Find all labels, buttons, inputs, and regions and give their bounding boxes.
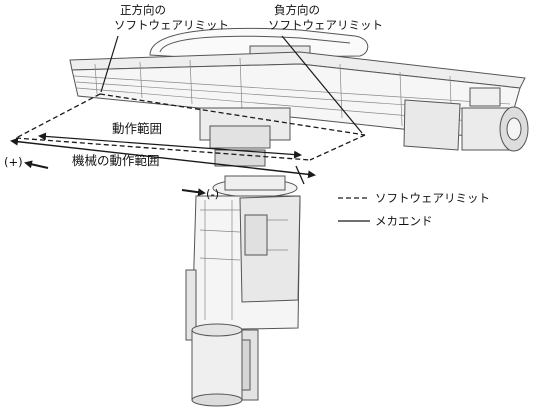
negative-soft-limit-label-1: 負方向の — [274, 3, 320, 17]
z-axis-motor — [191, 329, 243, 401]
cartesian-robot-illustration — [69, 27, 529, 407]
mechanical-range-label: 機械の動作範囲 — [72, 153, 160, 168]
software-limit-left-edge — [15, 93, 101, 139]
negative-limit-leader — [281, 35, 363, 134]
z-axis-cable-clamp — [244, 214, 268, 256]
legend-software-limit-text: ソフトウェアリミット — [375, 191, 490, 205]
plus-direction-arrow — [24, 160, 49, 169]
negative-soft-limit-label-2: ソフトウェアリミット — [268, 18, 383, 32]
mechanical-range-arrow — [10, 137, 316, 179]
plus-direction-label: (+) — [4, 155, 23, 169]
operating-range-label: 動作範囲 — [112, 121, 162, 136]
mechanical-end-right — [295, 165, 305, 185]
positive-limit-leader — [100, 35, 119, 93]
software-limit-right-edge — [309, 134, 366, 161]
cable-carrier — [149, 27, 369, 59]
legend-mechanical-end-text: メカエンド — [375, 214, 433, 228]
positive-soft-limit-label-1: 正方向の — [120, 3, 166, 17]
minus-direction-label: (-) — [206, 187, 219, 201]
minus-direction-arrow — [181, 188, 206, 197]
x-axis-motor-housing — [403, 99, 461, 151]
software-limit-top-line — [99, 93, 366, 136]
positive-soft-limit-label-2: ソフトウェアリミット — [114, 18, 229, 32]
legend: ソフトウェアリミット メカエンド — [338, 191, 490, 228]
